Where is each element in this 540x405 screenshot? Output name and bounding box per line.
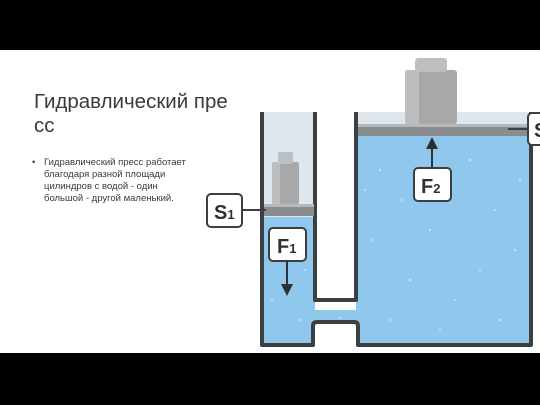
f1-label: F (277, 236, 289, 258)
f2-arrow-head-icon (426, 137, 438, 149)
slide: Гидравлический пресс • Гидравлический пр… (0, 50, 540, 353)
hydraulic-press-illustration: S1 S F1 F2 (206, 58, 540, 347)
s1-label-sub: 1 (227, 207, 234, 222)
bullet-list: • Гидравлический пресс работает благодар… (32, 157, 190, 205)
f2-label: F (421, 176, 433, 198)
bullet-dot-icon: • (32, 157, 36, 168)
small-weight (272, 152, 299, 204)
slide-title: Гидравлический пресс (34, 90, 228, 137)
s2-label-box (527, 112, 540, 146)
f2-label-box (413, 167, 452, 202)
bullet-text: Гидравлический пресс работает благодаря … (44, 157, 186, 204)
svg-text:F1: F1 (277, 236, 296, 258)
s1-label-box (206, 193, 243, 228)
svg-text:F2: F2 (421, 176, 440, 198)
container-walls (260, 112, 533, 347)
s1-label: S (214, 202, 227, 224)
f1-arrow-head-icon (281, 284, 293, 296)
svg-text:S1: S1 (214, 202, 235, 224)
f2-label-sub: 2 (433, 181, 440, 196)
f1-label-sub: 1 (289, 241, 296, 256)
bullet-item: • Гидравлический пресс работает благодар… (32, 157, 190, 205)
large-weight (405, 58, 457, 124)
s2-label: S (534, 120, 540, 142)
